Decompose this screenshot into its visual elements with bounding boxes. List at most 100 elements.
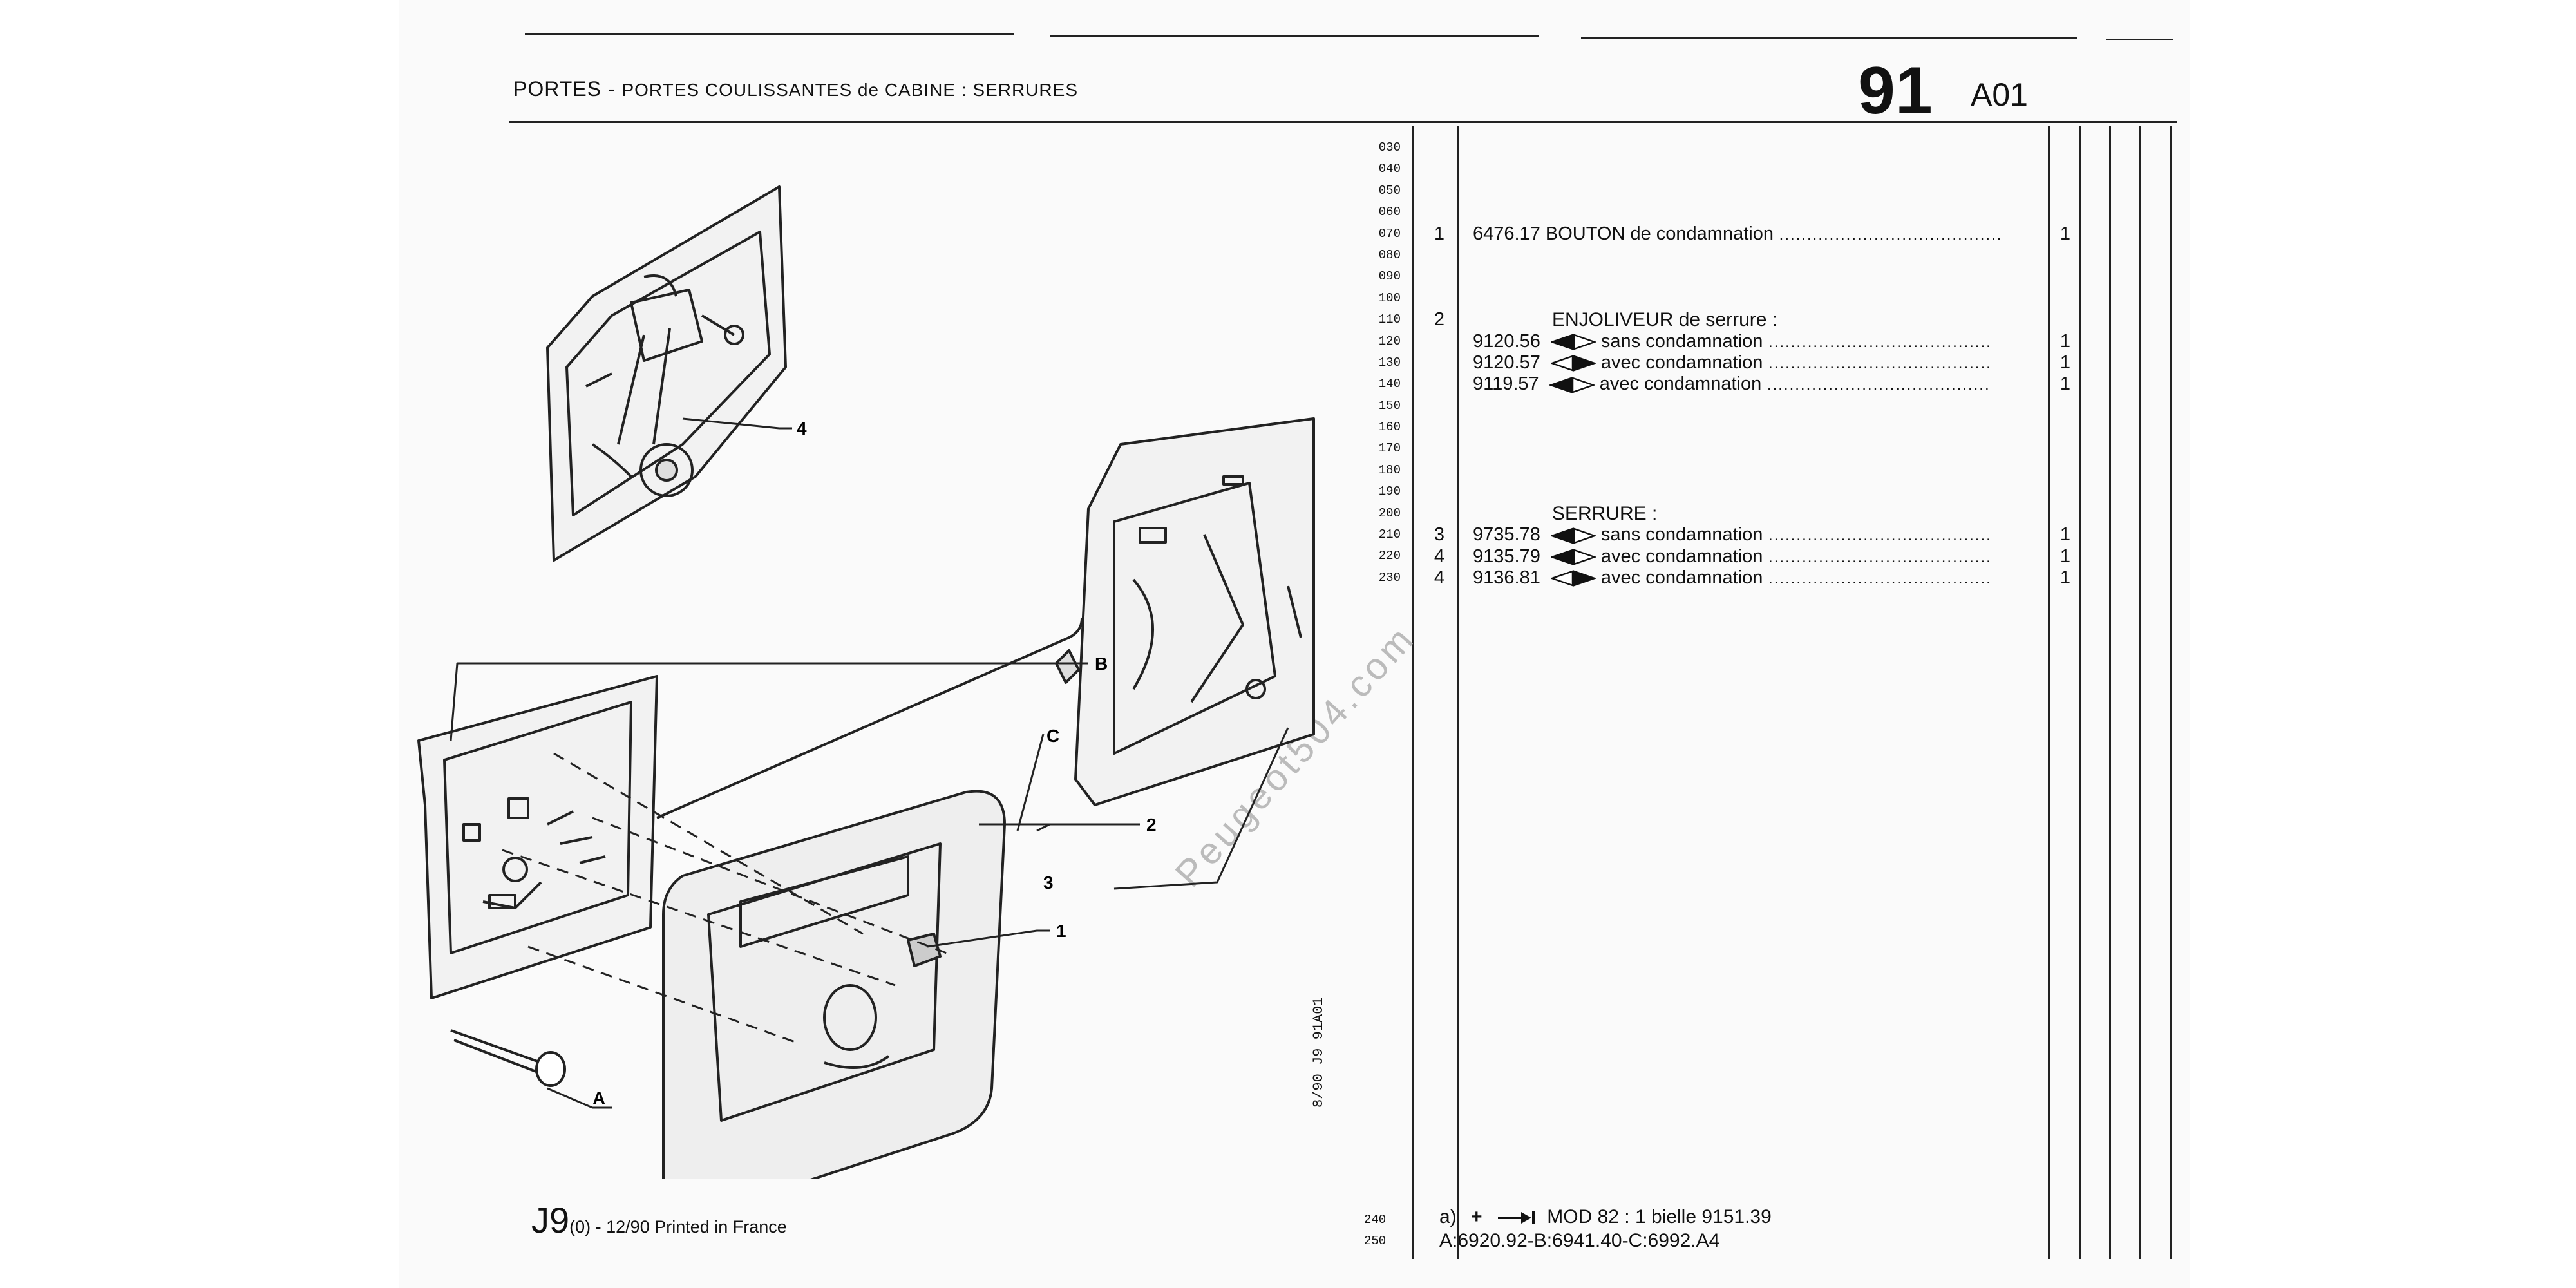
lock-mechanism-right xyxy=(1074,417,1315,806)
note-code-240: 240 xyxy=(1364,1213,1387,1227)
line-code: 030 xyxy=(1378,140,1401,155)
part-label: sans condamnation xyxy=(1600,524,1763,545)
footer-sub: (0) - 12/90 Printed in France xyxy=(569,1217,787,1236)
line-code: 200 xyxy=(1378,506,1401,520)
part-label: SERRURE : xyxy=(1552,502,1658,524)
callout-3: 3 xyxy=(1043,873,1054,893)
line-code: 160 xyxy=(1378,420,1401,435)
line-code: 220 xyxy=(1378,549,1401,564)
footer-imprint: J9(0) - 12/90 Printed in France xyxy=(531,1199,787,1241)
leader-dots: ........................................ xyxy=(1763,570,1992,587)
part-description: SERRURE : xyxy=(1552,503,1657,524)
quantity: 1 xyxy=(2060,374,2071,395)
leader-dots: ........................................ xyxy=(1763,548,1992,566)
part-description: 9735.78 sans condamnation ..............… xyxy=(1473,524,1992,546)
right-hand-icon xyxy=(1550,570,1596,587)
part-label: sans condamnation xyxy=(1600,330,1763,352)
page-number: 91 xyxy=(1858,53,1933,128)
exploded-drawing: 4 B C 3 2 1 A xyxy=(417,185,1315,1179)
quantity: 1 xyxy=(2060,524,2071,545)
leader-dots: ........................................ xyxy=(1773,225,2003,243)
arrow-to-bar-icon xyxy=(1497,1211,1535,1225)
leader-dots: ........................................ xyxy=(1763,333,1992,351)
line-code: 040 xyxy=(1378,162,1401,176)
part-description: 9135.79 avec condamnation ..............… xyxy=(1473,546,1992,568)
line-code: 120 xyxy=(1378,334,1401,348)
item-number: 3 xyxy=(1434,524,1445,545)
line-code: 210 xyxy=(1378,527,1401,542)
left-hand-icon xyxy=(1549,376,1595,393)
line-code: 150 xyxy=(1378,398,1401,413)
quantity: 1 xyxy=(2060,545,2071,567)
left-hand-icon xyxy=(1550,334,1596,350)
item-number: 4 xyxy=(1434,545,1445,567)
right-hand-icon xyxy=(1550,355,1596,372)
line-code: 080 xyxy=(1378,247,1401,262)
item-number: 4 xyxy=(1434,567,1445,588)
leader-dots: ........................................ xyxy=(1763,355,1992,372)
note-line-2: A:6920.92-B:6941.40-C:6992.A4 xyxy=(1439,1230,1720,1251)
left-hand-icon xyxy=(1550,527,1596,544)
part-reference: 9120.57 xyxy=(1473,352,1546,373)
part-description: 9136.81 avec condamnation ..............… xyxy=(1473,567,1992,589)
note-code-250: 250 xyxy=(1364,1234,1387,1248)
part-label: avec condamnation xyxy=(1600,567,1763,588)
parts-row: SERRURE : xyxy=(1397,503,2080,524)
callout-B: B xyxy=(1095,654,1108,674)
callout-4: 4 xyxy=(797,419,807,439)
line-code: 110 xyxy=(1378,312,1401,327)
table-line-codes xyxy=(1412,126,1414,1259)
trim-bezel xyxy=(662,790,1006,1179)
part-label: avec condamnation xyxy=(1600,352,1763,373)
part-label: avec condamnation xyxy=(1599,374,1762,395)
parts-row: 3 9735.78 sans condamnation .............… xyxy=(1397,524,2080,545)
section-code: A01 xyxy=(1971,77,2028,113)
table-line-col4 xyxy=(2170,126,2172,1259)
line-code: 090 xyxy=(1378,269,1401,284)
part-description: 9119.57 avec condamnation ..............… xyxy=(1473,374,1991,395)
callout-C: C xyxy=(1046,726,1059,746)
part-description: 6476.17 BOUTON de condamnation .........… xyxy=(1473,223,2002,245)
part-reference: 9135.79 xyxy=(1473,545,1546,567)
part-reference: 9136.81 xyxy=(1473,567,1546,588)
title-sep: - xyxy=(601,77,622,100)
lock-mechanism-upper xyxy=(546,185,787,562)
title-rest: PORTES COULISSANTES de CABINE : SERRURES xyxy=(621,80,1078,100)
note-prefix: a) xyxy=(1439,1206,1457,1227)
plus-icon: + xyxy=(1471,1206,1482,1227)
table-line-col1 xyxy=(2079,126,2081,1259)
line-code: 170 xyxy=(1378,441,1401,456)
part-reference: 9735.78 xyxy=(1473,524,1546,545)
parts-row: 4 9135.79 avec condamnation .............… xyxy=(1397,546,2080,567)
callout-2: 2 xyxy=(1146,815,1157,835)
callout-A: A xyxy=(592,1088,605,1108)
part-description: ENJOLIVEUR de serrure : xyxy=(1552,309,1777,330)
screw xyxy=(450,1029,566,1087)
part-reference: 6476.17 xyxy=(1473,223,1546,244)
table-line-col3 xyxy=(2139,126,2141,1259)
top-rule-1 xyxy=(525,33,1014,35)
lock-knob xyxy=(907,933,942,967)
parts-row: 9120.57 avec condamnation ..............… xyxy=(1397,352,2080,374)
part-label: avec condamnation xyxy=(1600,545,1763,567)
parts-row: 9120.56 sans condamnation ..............… xyxy=(1397,331,2080,352)
part-description: 9120.56 sans condamnation ..............… xyxy=(1473,331,1992,353)
inner-plate-left xyxy=(417,675,658,999)
part-reference: 9120.56 xyxy=(1473,330,1546,352)
part-reference: 9119.57 xyxy=(1473,374,1544,395)
footer-model: J9 xyxy=(531,1200,570,1240)
page-title: PORTES - PORTES COULISSANTES de CABINE :… xyxy=(513,77,1078,101)
part-label: BOUTON de condamnation xyxy=(1545,223,1774,244)
table-line-item xyxy=(1457,126,1459,1259)
quantity: 1 xyxy=(2060,567,2071,588)
line-code: 050 xyxy=(1378,183,1401,198)
top-rule-3 xyxy=(1581,37,2077,39)
parts-row: 9119.57 avec condamnation ..............… xyxy=(1397,374,2080,395)
top-rule-4 xyxy=(2106,39,2174,40)
note-line-1: a) + MOD 82 : 1 bielle 9151.39 xyxy=(1439,1206,1772,1228)
part-description: 9120.57 avec condamnation ..............… xyxy=(1473,352,1992,374)
